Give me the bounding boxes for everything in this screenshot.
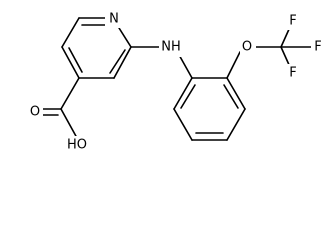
bond-c4-carboxyl — [60, 77, 80, 110]
bond-cf3-f-bottom — [280, 46, 291, 68]
atom-labels: N NH O F F F O HO — [27, 10, 325, 154]
atom-label-bg-nh — [159, 39, 183, 57]
atom-label-bg-oh — [66, 136, 90, 154]
bond-ph-c5-c6 — [173, 108, 193, 141]
atom-label-bg-o-ether — [240, 39, 256, 57]
atom-label-f-bottom: F — [289, 66, 296, 81]
bond-ph-c3-c4 — [226, 108, 246, 141]
bond-phenyl-o-ether — [226, 51, 241, 79]
bond-carboxyl-c-oh — [60, 108, 78, 139]
atom-label-bg-n-ring — [105, 10, 121, 28]
bond-cf3-f-top — [280, 26, 291, 48]
atom-label-nh: NH — [161, 40, 181, 55]
bond-ph-c6-c1 — [173, 77, 193, 110]
bond-ph-c6-c1-inner-double — [180, 84, 196, 109]
atom-label-n-ring: N — [109, 12, 119, 27]
atom-label-bg-f-bottom — [286, 64, 300, 82]
atom-label-o-ether: O — [242, 40, 252, 55]
bond-ring-c5-c6 — [61, 17, 80, 48]
bond-nh-phenyl — [177, 52, 193, 79]
bond-ring-c4-c5 — [61, 46, 80, 79]
bond-ring-c2-c3 — [113, 46, 132, 79]
atom-label-oh: HO — [67, 138, 87, 153]
atom-label-o-carbonyl: O — [30, 105, 40, 120]
bond-ph-c2-c3 — [226, 77, 246, 110]
atom-label-bg-f-top — [286, 12, 300, 30]
atom-label-bg-o-carbonyl — [27, 103, 43, 121]
bond-ph-c2-c3-inner-double — [223, 84, 239, 109]
bond-ring-c3-c3-inner-double — [109, 49, 126, 74]
atom-label-f-right: F — [314, 40, 321, 55]
bonds — [39, 17, 312, 141]
atom-label-bg-f-right — [311, 39, 325, 57]
molecule-structure-diagram: N NH O F F F O HO — [27, 10, 325, 154]
bond-ring-c4-c5-inner-double — [68, 47, 83, 73]
atom-label-f-top: F — [289, 14, 296, 29]
